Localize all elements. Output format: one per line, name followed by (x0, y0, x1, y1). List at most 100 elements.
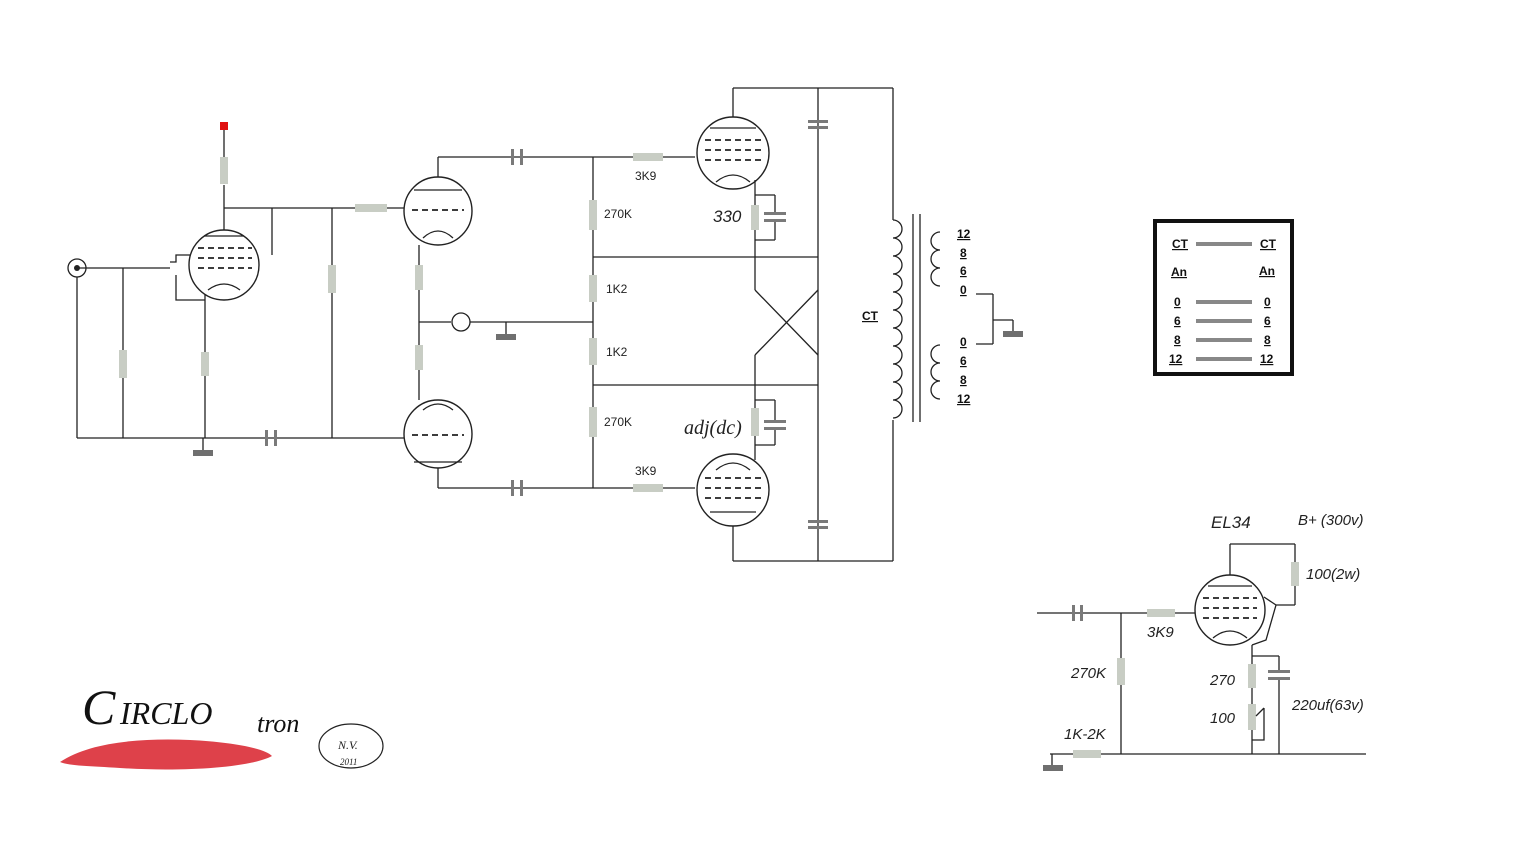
splitter-resistor-top (415, 265, 423, 290)
resistor-3k9-bottom (633, 484, 663, 492)
phase-splitter (403, 149, 695, 496)
signature-initials: N.V. (337, 738, 358, 752)
label-3k9-detail: 3K9 (1147, 624, 1174, 641)
supply-cap-bottom-b (808, 526, 828, 529)
resistor-100-2w (1291, 562, 1299, 586)
plate-load-resistor (220, 157, 228, 184)
label-100-detail: 100 (1210, 710, 1236, 727)
legend-row-1-right: 6 (1264, 314, 1271, 328)
label-1k2-top: 1K2 (606, 282, 628, 296)
resistor-270k-bottom (589, 407, 597, 437)
label-1k2-bottom: 1K2 (606, 345, 628, 359)
cathode-cap-top-b (764, 219, 786, 222)
coupling-cap-top-a (511, 149, 514, 165)
cathode-cap-bottom-b (764, 427, 786, 430)
legend-row-3-left: 12 (1169, 352, 1183, 366)
input-stage (67, 122, 405, 456)
resistor-1k-2k (1073, 750, 1101, 758)
label-270k-top: 270K (604, 207, 632, 221)
tap-lower-8: 8 (960, 373, 967, 387)
label-270-detail: 270 (1209, 672, 1236, 689)
tap-legend-box: CT CT An An 0 0 6 6 8 8 12 12 (1153, 219, 1294, 376)
cathode-resistor (201, 352, 209, 376)
tap-lower-0: 0 (960, 335, 967, 349)
label-bplus: B+ (300v) (1298, 512, 1363, 529)
label-220uf: 220uf(63v) (1291, 697, 1364, 714)
supply-cap-bottom-a (808, 520, 828, 523)
output-stage: 330 adj(dc) (684, 87, 893, 562)
coupling-cap-top-b (520, 149, 523, 165)
red-brush-stroke (60, 739, 272, 770)
logo-suffix: tron (257, 709, 299, 738)
coupling-cap-plate-b (274, 430, 277, 446)
label-270k-detail: 270K (1070, 665, 1107, 682)
signature-year: 2011 (340, 757, 357, 767)
legend-row-1-left: 6 (1174, 314, 1181, 328)
resistor-3k9-detail (1147, 609, 1175, 617)
resistor-1k2-top (589, 275, 597, 302)
legend-ct-left: CT (1172, 237, 1189, 251)
secondary-lower-winding-icon (930, 344, 941, 400)
cathode-cap-top-a (764, 212, 786, 215)
supply-cap-top-b (808, 126, 828, 129)
detail-coupling-cap-a (1072, 605, 1075, 621)
output-tube-bottom (696, 453, 770, 527)
resistor-3k9-top (633, 153, 663, 161)
resistor-270k-detail (1117, 658, 1125, 685)
divider-resistor (328, 265, 336, 293)
splitter-resistor-bottom (415, 345, 423, 370)
tap-upper-8: 8 (960, 246, 967, 260)
driver-tube-top (403, 176, 473, 246)
label-330: 330 (713, 207, 742, 226)
tap-lower-12: 12 (957, 392, 971, 406)
coupling-cap-plate-a (265, 430, 268, 446)
label-3k9-bottom: 3K9 (635, 464, 657, 478)
legend-row-0-right: 0 (1264, 295, 1271, 309)
primary-winding-icon (892, 219, 903, 419)
legend-row-2-right: 8 (1264, 333, 1271, 347)
grid-stopper-resistor (355, 204, 387, 212)
ground-icon (496, 334, 516, 340)
resistor-270-detail (1248, 664, 1256, 688)
detail-coupling-cap-b (1080, 605, 1083, 621)
tap-upper-12: 12 (957, 227, 971, 241)
resistor-adj-dc (751, 408, 759, 436)
tap-upper-6: 6 (960, 264, 967, 278)
resistor-1k2-bottom (589, 338, 597, 365)
coupling-cap-bottom-a (511, 480, 514, 496)
cathode-cap-bottom-a (764, 420, 786, 423)
supply-cap-top-a (808, 120, 828, 123)
ground-icon (193, 450, 213, 456)
adjust-pot-icon (451, 312, 471, 332)
bplus-node (220, 122, 228, 130)
logo-main: IRCLO (119, 695, 212, 731)
legend-an-right: An (1259, 264, 1275, 278)
logo-initial: C (82, 679, 116, 735)
label-el34: EL34 (1211, 513, 1251, 532)
pot-100-detail (1248, 704, 1256, 730)
legend-ct-right: CT (1260, 237, 1277, 251)
input-leak-resistor (119, 350, 127, 378)
label-adj-dc: adj(dc) (684, 417, 742, 439)
output-transformer: CT 12 8 6 0 0 6 8 12 (862, 88, 1023, 561)
resistor-330 (751, 205, 759, 230)
input-tube (188, 229, 260, 301)
legend-row-3-right: 12 (1260, 352, 1274, 366)
label-3k9-top: 3K9 (635, 169, 657, 183)
tap-lower-6: 6 (960, 354, 967, 368)
secondary-upper-winding-icon (930, 231, 941, 287)
label-270k-bottom: 270K (604, 415, 632, 429)
circlotron-logo: C IRCLO tron N.V. 2011 (60, 679, 384, 770)
ground-icon (1003, 331, 1023, 337)
bias-network: 270K 1K2 1K2 270K 3K9 3K9 (589, 153, 818, 492)
signature-stamp (318, 723, 384, 769)
ground-icon (1043, 765, 1063, 771)
legend-an-left: An (1171, 265, 1187, 279)
legend-row-0-left: 0 (1174, 295, 1181, 309)
legend-row-2-left: 8 (1174, 333, 1181, 347)
tap-upper-0: 0 (960, 283, 967, 297)
cathode-cap-220uf-a (1268, 670, 1290, 673)
driver-tube-bottom (403, 399, 473, 469)
label-1k-2k: 1K-2K (1064, 726, 1107, 743)
